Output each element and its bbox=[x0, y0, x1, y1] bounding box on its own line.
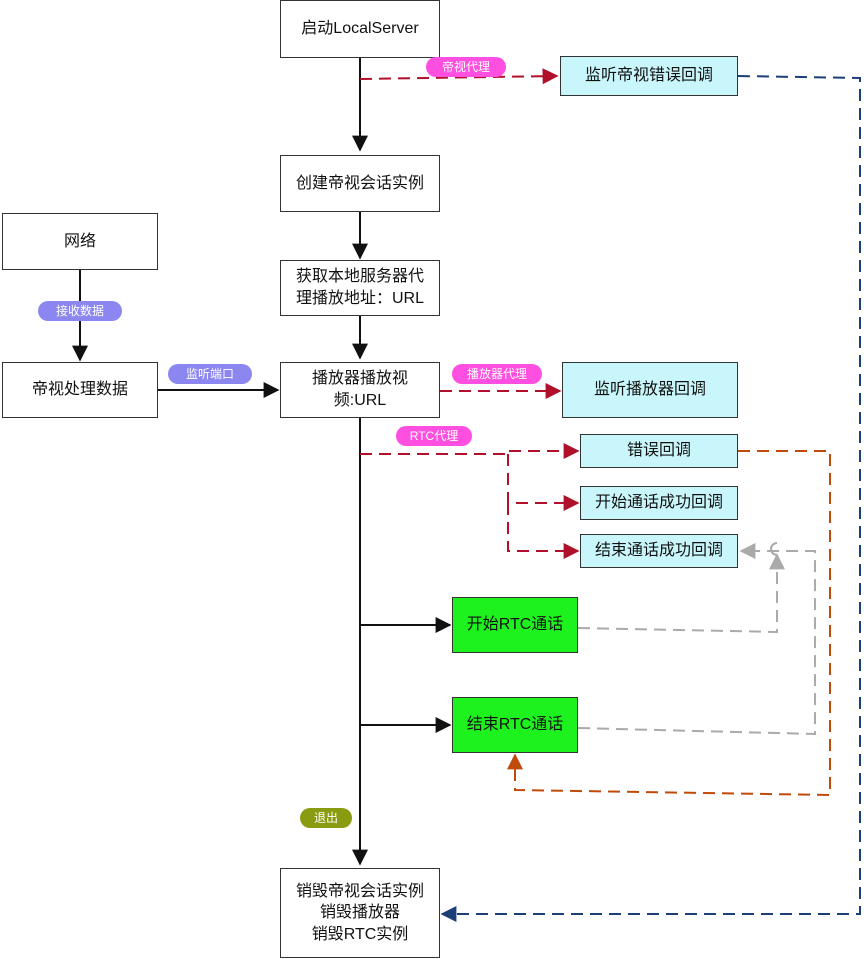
listen-dishi-error-label: 监听帝视错误回调 bbox=[584, 67, 713, 85]
player-proxy-pill: 播放器代理 bbox=[452, 364, 542, 384]
player-play-line2: 频:URL bbox=[333, 392, 387, 409]
rtc-proxy-pill: RTC代理 bbox=[396, 426, 472, 446]
start-rtc-label: 开始RTC通话 bbox=[466, 616, 564, 634]
destroy-line2: 销毁播放器 bbox=[319, 904, 400, 922]
edge-rtc-proxy-end-success bbox=[507, 503, 580, 559]
edge-rtc-proxy-start-success bbox=[507, 454, 580, 511]
dishi-process-data-node: 帝视处理数据 bbox=[2, 362, 158, 418]
destroy-line3: 销毁RTC实例 bbox=[311, 925, 409, 943]
destroy-node: 销毁帝视会话实例 销毁播放器 销毁RTC实例 bbox=[280, 868, 440, 958]
player-play-node: 播放器播放视 频:URL bbox=[280, 362, 440, 418]
get-proxy-url-line2: 理播放地址：URL bbox=[295, 290, 424, 307]
start-rtc-node: 开始RTC通话 bbox=[452, 597, 578, 653]
edge-start-rtc-to-callback bbox=[577, 553, 785, 634]
listen-player-node: 监听播放器回调 bbox=[562, 362, 738, 418]
network-node: 网络 bbox=[2, 213, 158, 270]
create-session-node: 创建帝视会话实例 bbox=[280, 155, 440, 212]
player-play-line1: 播放器播放视 bbox=[311, 370, 408, 388]
listen-dishi-error-node: 监听帝视错误回调 bbox=[560, 56, 738, 96]
start-call-success-label: 开始通话成功回调 bbox=[594, 494, 723, 512]
dishi-process-data-label: 帝视处理数据 bbox=[31, 381, 128, 399]
edge-end-rtc-to-callback bbox=[577, 543, 816, 736]
listen-port-pill: 监听端口 bbox=[168, 364, 252, 384]
end-rtc-node: 结束RTC通话 bbox=[452, 697, 578, 753]
listen-player-label: 监听播放器回调 bbox=[593, 381, 706, 399]
end-call-success-node: 结束通话成功回调 bbox=[580, 534, 738, 568]
error-callback-node: 错误回调 bbox=[580, 434, 738, 468]
edge-rtc-proxy-error bbox=[360, 443, 580, 459]
start-call-success-node: 开始通话成功回调 bbox=[580, 486, 738, 520]
end-call-success-label: 结束通话成功回调 bbox=[594, 542, 723, 560]
exit-pill: 退出 bbox=[300, 808, 352, 828]
start-local-server-label: 启动LocalServer bbox=[301, 20, 419, 38]
edge-error-to-end-rtc bbox=[507, 450, 831, 797]
edge-dishi-error-to-destroy bbox=[440, 75, 861, 922]
destroy-line1: 销毁帝视会话实例 bbox=[295, 882, 424, 900]
create-session-label: 创建帝视会话实例 bbox=[295, 174, 424, 192]
get-proxy-url-line1: 获取本地服务器代 bbox=[295, 268, 424, 286]
receive-data-pill: 接收数据 bbox=[38, 301, 122, 321]
edge-dishi-proxy bbox=[359, 68, 559, 85]
dishi-proxy-pill: 帝视代理 bbox=[426, 57, 506, 77]
start-local-server-node: 启动LocalServer bbox=[280, 0, 440, 58]
get-proxy-url-node: 获取本地服务器代 理播放地址：URL bbox=[280, 260, 440, 316]
network-label: 网络 bbox=[63, 232, 96, 250]
edge-start-rtc-hop bbox=[770, 542, 778, 556]
end-rtc-label: 结束RTC通话 bbox=[466, 716, 564, 734]
error-callback-label: 错误回调 bbox=[626, 442, 691, 460]
